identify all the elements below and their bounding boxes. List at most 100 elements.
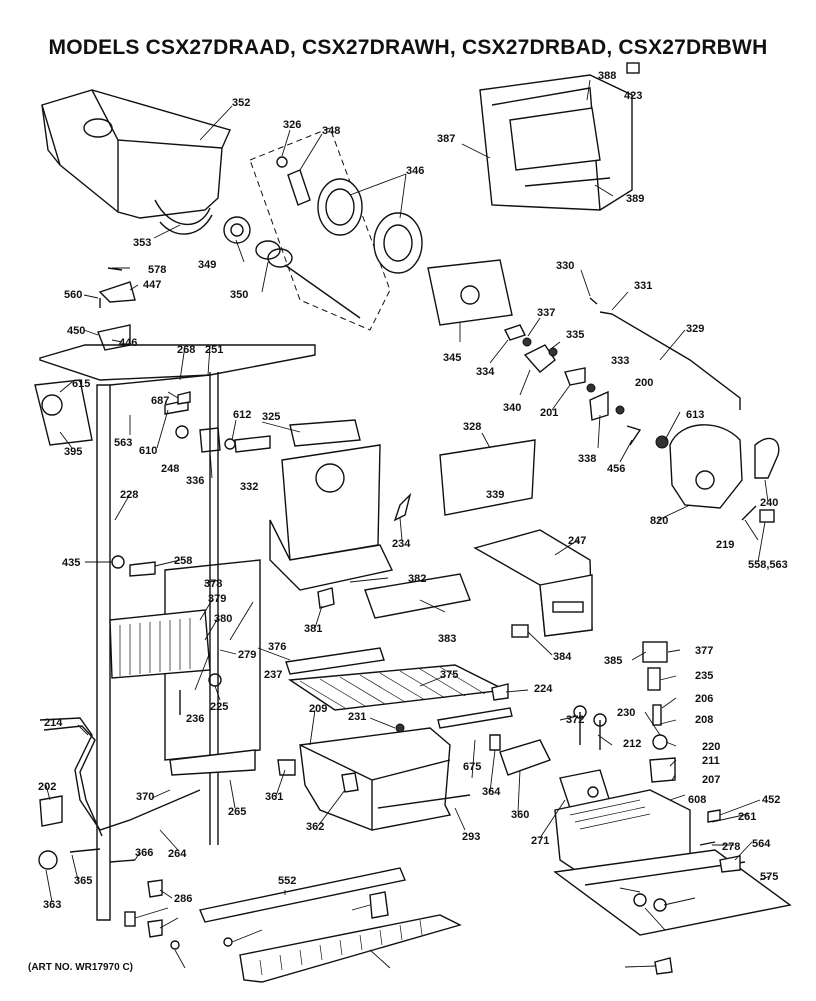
label-447: 447 — [143, 279, 161, 291]
label-446: 446 — [119, 337, 137, 349]
label-247: 382 — [408, 573, 426, 585]
label-265: 365 — [74, 875, 92, 887]
label-423: 423 — [624, 90, 642, 102]
label-377: 207 — [702, 774, 720, 786]
label-336: 338 — [578, 453, 596, 465]
label-349: 349 — [198, 259, 216, 271]
label-675: 278 — [722, 841, 740, 853]
label-381: 208 — [695, 714, 713, 726]
label-258: 383 — [438, 633, 456, 645]
label-230b: 236 — [186, 713, 204, 725]
label-615b: 248 — [161, 463, 179, 475]
label-687: 563 — [114, 437, 132, 449]
label-346: 346 — [406, 165, 424, 177]
label-378: 385 — [604, 655, 622, 667]
label-337: 337 — [537, 307, 555, 319]
label-224: 214 — [44, 717, 63, 729]
label-264: 363 — [43, 899, 61, 911]
label-330: 330 — [556, 260, 574, 272]
label-211: 209 — [309, 703, 327, 715]
label-612b: 332 — [240, 481, 258, 493]
label-335b: 200 — [635, 377, 653, 389]
label-220: 225 — [210, 701, 228, 713]
label-219: 258 — [174, 555, 192, 567]
label-237: 362 — [306, 821, 324, 833]
label-380: 235 — [695, 670, 713, 682]
label-230: 279 — [238, 649, 256, 661]
label-235: 376 — [268, 641, 286, 653]
label-361: 608 — [688, 794, 706, 806]
label-335: 335 — [566, 329, 584, 341]
label-200: 251 — [205, 344, 223, 356]
label-352: 352 — [232, 97, 250, 109]
label-329: 329 — [686, 323, 704, 335]
label-332: 456 — [607, 463, 625, 475]
label-364: 564 — [752, 838, 771, 850]
label-610: 336 — [186, 475, 204, 487]
label-563c: 237 — [264, 669, 282, 681]
label-608: 286 — [174, 893, 192, 905]
label-372: 360 — [511, 809, 529, 821]
label-328: 240 — [760, 497, 778, 509]
label-353: 353 — [133, 237, 151, 249]
label-384: 220 — [702, 741, 720, 753]
label-338: 558,563 — [748, 559, 788, 571]
label-389: 389 — [626, 193, 644, 205]
label-435: 381 — [304, 623, 322, 635]
label-348: 348 — [322, 125, 340, 137]
label-212: 293 — [462, 831, 480, 843]
label-293: 366 — [135, 847, 153, 859]
label-558-563: 378 — [204, 578, 222, 590]
label-326b: 613 — [686, 409, 704, 421]
label-613: 234 — [392, 538, 411, 550]
label-612: 610 — [139, 445, 157, 457]
label-228: 379 — [208, 593, 226, 605]
label-450: 450 — [67, 325, 85, 337]
label-578: 578 — [148, 264, 166, 276]
label-234: 380 — [214, 613, 232, 625]
label-207: 231 — [348, 711, 366, 723]
label-383: 230 — [617, 707, 635, 719]
leader-lines — [45, 79, 771, 969]
label-388b: 384 — [553, 651, 572, 663]
label-456: 228 — [120, 489, 138, 501]
label-379: 377 — [695, 645, 713, 657]
part-labels: 352 326 348 346 388 423 387 389 353 349 … — [38, 70, 788, 911]
diagram-title: MODELS CSX27DRAAD, CSX27DRAWH, CSX27DRBA… — [48, 36, 768, 59]
label-214: 265 — [228, 806, 246, 818]
label-350: 350 — [230, 289, 248, 301]
label-362: 452 — [762, 794, 780, 806]
label-395: 328 — [463, 421, 481, 433]
label-240: 435 — [62, 557, 80, 569]
label-360: 575 — [760, 871, 778, 883]
label-333: 201 — [540, 407, 558, 419]
label-340: 340 — [503, 402, 521, 414]
label-388: 388 — [598, 70, 616, 82]
label-331: 331 — [634, 280, 652, 292]
label-820: 247 — [568, 535, 586, 547]
label-325: 820 — [650, 515, 668, 527]
label-560: 560 — [64, 289, 82, 301]
label-268: 615 — [72, 378, 90, 390]
label-248: 325 — [262, 411, 280, 423]
label-376: 372 — [566, 714, 584, 726]
label-231: 364 — [482, 786, 501, 798]
label-326: 326 — [283, 119, 301, 131]
label-209: 675 — [463, 761, 481, 773]
label-201: 268 — [177, 344, 195, 356]
label-334: 334 — [476, 366, 495, 378]
label-563d: 261 — [738, 811, 756, 823]
label-385: 211 — [702, 755, 720, 767]
label-337b: 333 — [611, 355, 629, 367]
label-271: 552 — [278, 875, 296, 887]
label-339: 219 — [716, 539, 734, 551]
label-345: 345 — [443, 352, 461, 364]
label-279: 202 — [38, 781, 56, 793]
label-382: 206 — [695, 693, 713, 705]
label-375: 212 — [623, 738, 641, 750]
parts-artwork — [34, 62, 792, 983]
art-number: (ART NO. WR17970 C) — [28, 962, 134, 973]
label-563b: 339 — [486, 489, 504, 501]
label-236: 361 — [265, 791, 283, 803]
